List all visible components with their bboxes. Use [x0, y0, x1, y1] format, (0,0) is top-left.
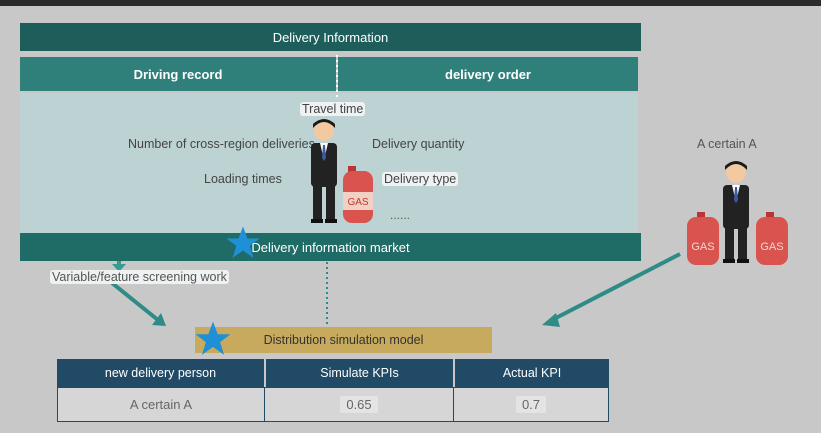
feature-cross-region: Number of cross-region deliveries	[128, 137, 315, 151]
screening-label: Variable/feature screening work	[50, 270, 229, 284]
person-icon	[723, 161, 749, 263]
table-cell-actual-kpi: 0.7	[453, 387, 609, 422]
right-arrow-icon	[542, 313, 560, 327]
simulation-model-bar: Distribution simulation model	[195, 327, 492, 353]
gas-cylinder-icon: GAS	[687, 212, 719, 265]
svg-text:GAS: GAS	[760, 241, 783, 253]
gas-cylinder-icon: GAS	[756, 212, 788, 265]
delivery-order-label: delivery order	[445, 66, 531, 82]
person-with-two-gas-icon: GAS GAS	[687, 161, 788, 265]
left-arrow-shaft	[110, 281, 160, 322]
delivery-information-header: Delivery Information	[20, 23, 641, 51]
right-arrow-shaft	[551, 252, 681, 322]
feature-ellipsis: ......	[390, 208, 411, 222]
feature-loading-times: Loading times	[204, 172, 282, 186]
feature-travel-time: Travel time	[300, 102, 366, 116]
star-icon	[226, 226, 260, 258]
svg-text:GAS: GAS	[691, 241, 714, 253]
delivery-order-header: delivery order	[338, 57, 638, 91]
right-person-label: A certain A	[697, 137, 757, 151]
simulation-model-label: Distribution simulation model	[263, 333, 424, 347]
delivery-information-title: Delivery Information	[272, 29, 389, 45]
table-cell-simulated-kpi: 0.65	[264, 387, 454, 422]
table-cell-person: A certain A	[57, 387, 265, 422]
svg-text:GAS: GAS	[347, 197, 368, 208]
table-header-actual-kpi: Actual KPI	[455, 359, 609, 387]
person-icon	[311, 119, 337, 223]
driving-record-label: Driving record	[133, 66, 223, 82]
driving-record-header: Driving record	[20, 57, 336, 91]
person-with-gas-icon: GAS	[311, 119, 373, 223]
table-header-new-delivery-person: new delivery person	[57, 359, 264, 387]
market-label: Delivery information market	[251, 239, 410, 255]
table-header-simulate-kpis: Simulate KPIs	[266, 359, 453, 387]
gas-cylinder-icon: GAS	[343, 166, 373, 223]
top-band	[0, 0, 821, 6]
delivery-information-market-bar: Delivery information market	[20, 233, 641, 261]
left-arrow-icon	[152, 313, 166, 326]
feature-delivery-quantity: Delivery quantity	[372, 137, 465, 151]
feature-delivery-type: Delivery type	[382, 172, 459, 186]
star-icon	[195, 321, 231, 355]
down-arrow-icon	[112, 264, 126, 272]
